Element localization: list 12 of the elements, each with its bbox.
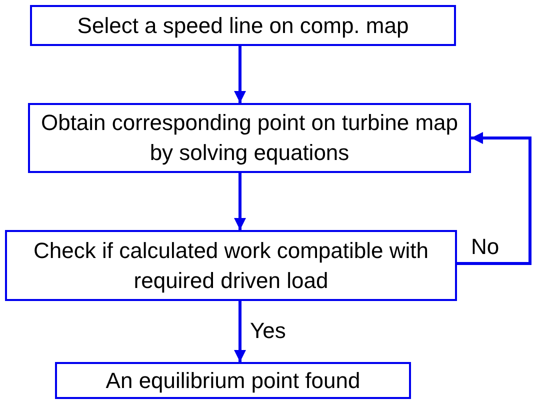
arrow (457, 132, 532, 265)
arrow (234, 46, 246, 103)
box-text: Check if calculated work compatible with required driven load (32, 236, 430, 295)
arrow (234, 301, 246, 362)
box-text: Obtain corresponding point on turbine map by solving equations (40, 109, 460, 167)
process-box (55, 362, 411, 399)
process-box (30, 5, 456, 46)
arrow (234, 173, 246, 230)
box-text: Select a speed line on comp. map (77, 12, 409, 40)
process-box (28, 103, 471, 173)
process-box (5, 230, 457, 301)
box-text: An equilibrium point found (106, 366, 360, 395)
